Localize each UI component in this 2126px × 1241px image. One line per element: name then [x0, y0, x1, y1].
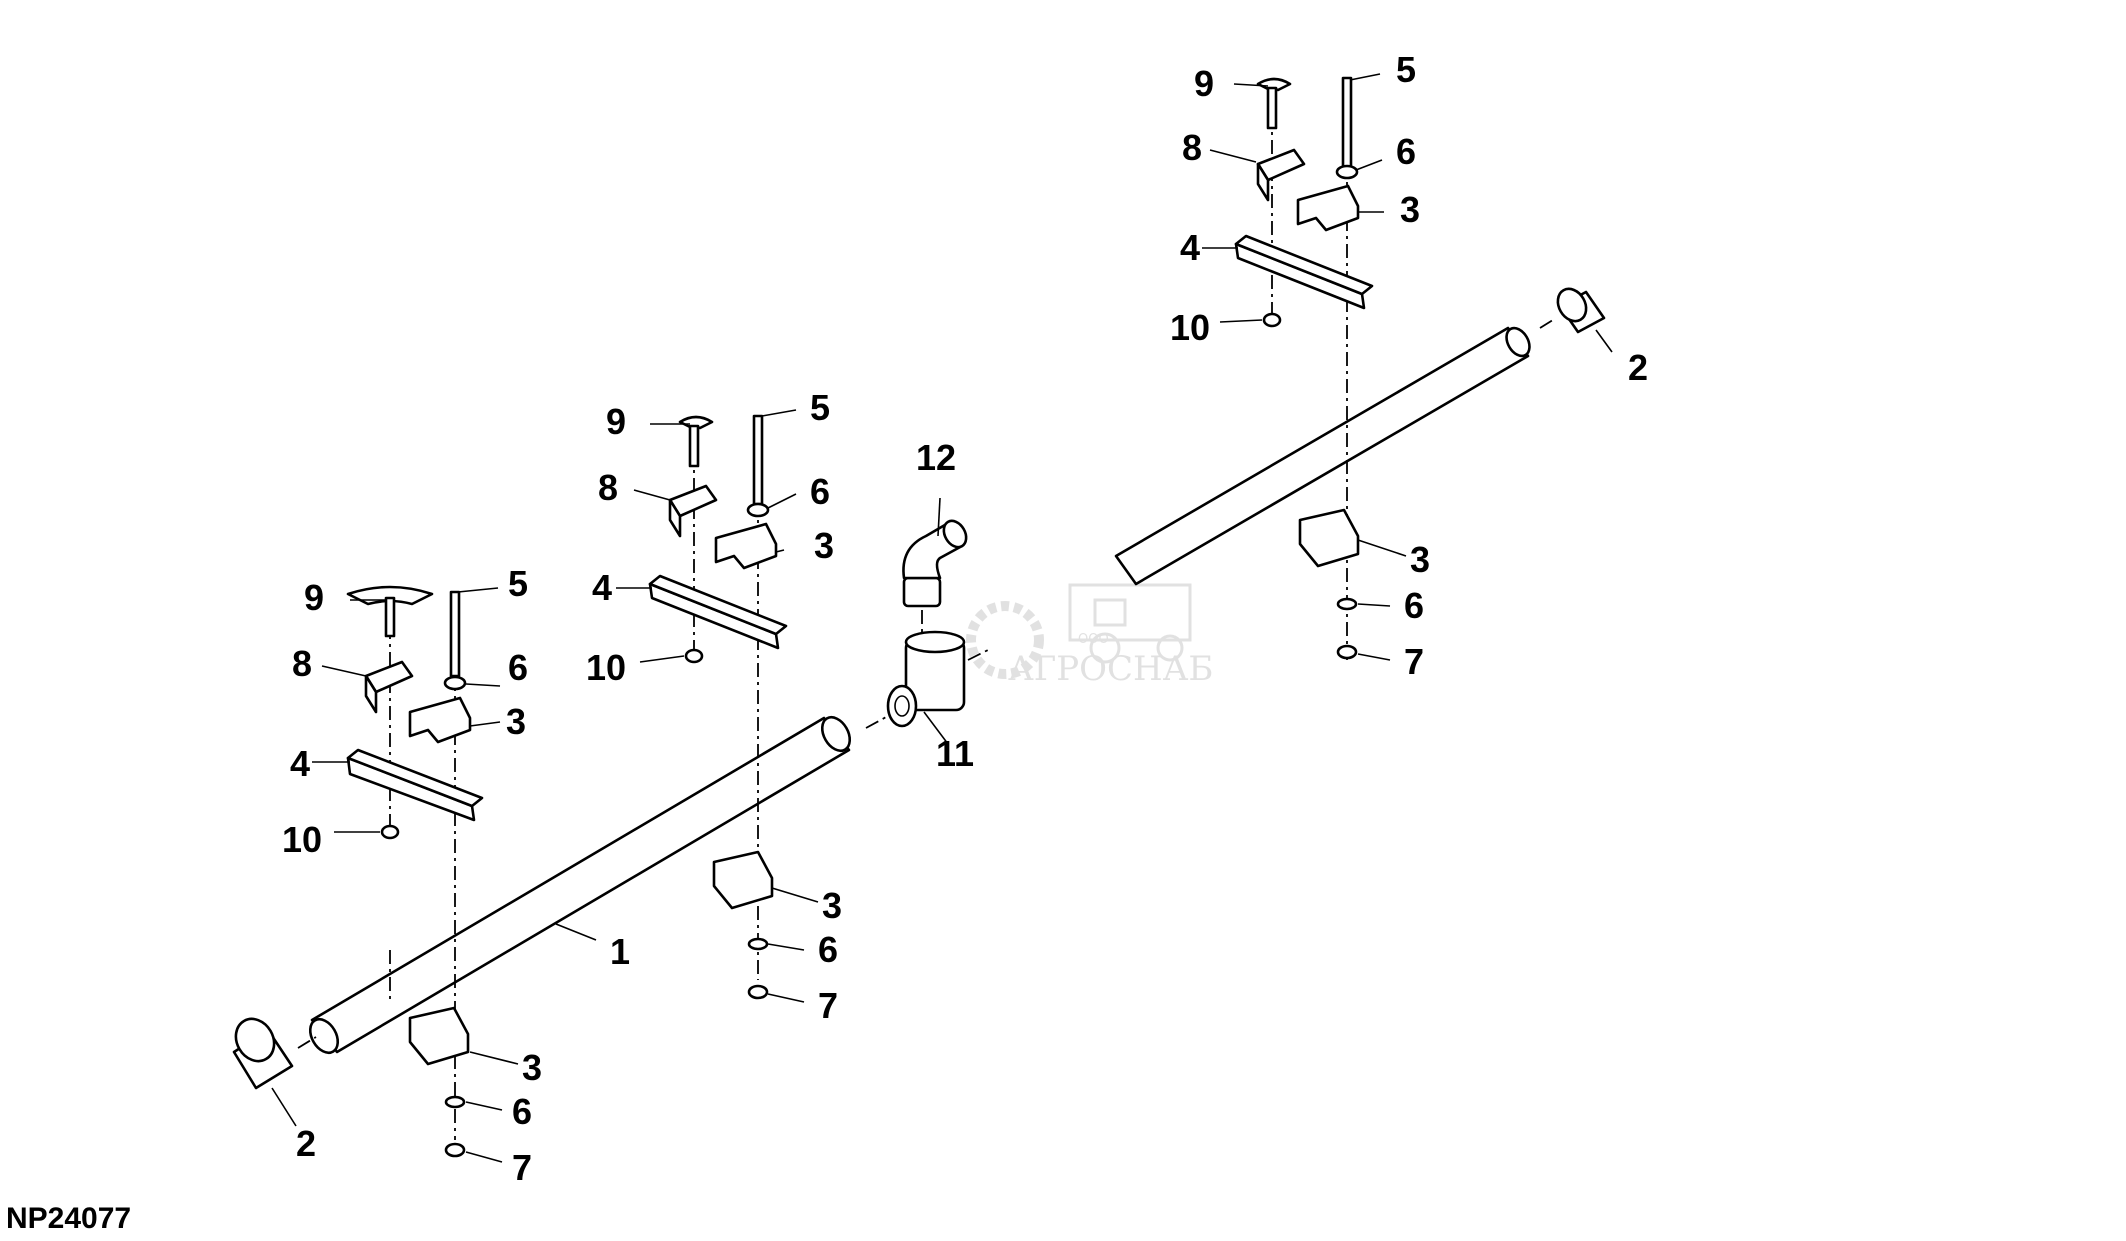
callout-6-mid-upper: 6: [810, 471, 830, 512]
callout-labels: 1 2 2 3 3 3 3 3 3 4 4 4 5 5 5 6 6 6 6 6 …: [282, 49, 1648, 1188]
watermark-logo: ООО АГРОСНАБ: [966, 583, 1213, 689]
callout-6-right-lower: 6: [1404, 585, 1424, 626]
callout-2-left: 2: [296, 1123, 316, 1164]
watermark-prefix: ООО: [1078, 632, 1109, 647]
callout-5-mid: 5: [810, 387, 830, 428]
callout-6-left-upper: 6: [508, 647, 528, 688]
callout-3-mid-lower: 3: [822, 885, 842, 926]
callout-10-left: 10: [282, 819, 322, 860]
callout-5-right: 5: [1396, 49, 1416, 90]
callout-12: 12: [916, 437, 956, 478]
callout-11: 11: [936, 733, 974, 774]
callout-10-mid: 10: [586, 647, 626, 688]
end-cap-right: [1539, 287, 1606, 334]
callout-6-right-upper: 6: [1396, 131, 1416, 172]
callout-9-mid: 9: [606, 401, 626, 442]
callout-3-mid-upper: 3: [814, 525, 834, 566]
end-cap-left: [232, 1017, 317, 1090]
callout-8-mid: 8: [598, 467, 618, 508]
callout-10-right: 10: [1170, 307, 1210, 348]
tube-right: [1114, 326, 1531, 586]
callout-7-left: 7: [512, 1147, 532, 1188]
tube-main: [308, 715, 852, 1055]
clamp-assembly-middle: [648, 414, 788, 1000]
callout-3-left-upper: 3: [506, 701, 526, 742]
clamp-assembly-left: [346, 585, 484, 1158]
watermark-brand: АГРОСНАБ: [1008, 649, 1213, 689]
callout-7-mid: 7: [818, 985, 838, 1026]
callout-8-left: 8: [292, 643, 312, 684]
callout-2-right: 2: [1628, 347, 1648, 388]
callout-9-left: 9: [304, 577, 324, 618]
tee-fitting: [865, 630, 993, 729]
callout-8-right: 8: [1182, 127, 1202, 168]
callout-3-right-lower: 3: [1410, 539, 1430, 580]
callout-5-left: 5: [508, 563, 528, 604]
callout-9-right: 9: [1194, 63, 1214, 104]
callout-4-right: 4: [1180, 227, 1200, 268]
clamp-assembly-right: [1234, 76, 1374, 660]
callout-6-left-lower: 6: [512, 1091, 532, 1132]
callout-1: 1: [610, 931, 630, 972]
callout-7-right: 7: [1404, 641, 1424, 682]
callout-4-left: 4: [290, 743, 310, 784]
callout-3-left-lower: 3: [522, 1047, 542, 1088]
leader-lines: [271, 73, 1613, 1163]
callout-4-mid: 4: [592, 567, 612, 608]
callout-6-mid-lower: 6: [818, 929, 838, 970]
elbow-fitting: [902, 519, 968, 632]
drawing-code: NP24077: [6, 1202, 131, 1235]
callout-3-right-upper: 3: [1400, 189, 1420, 230]
